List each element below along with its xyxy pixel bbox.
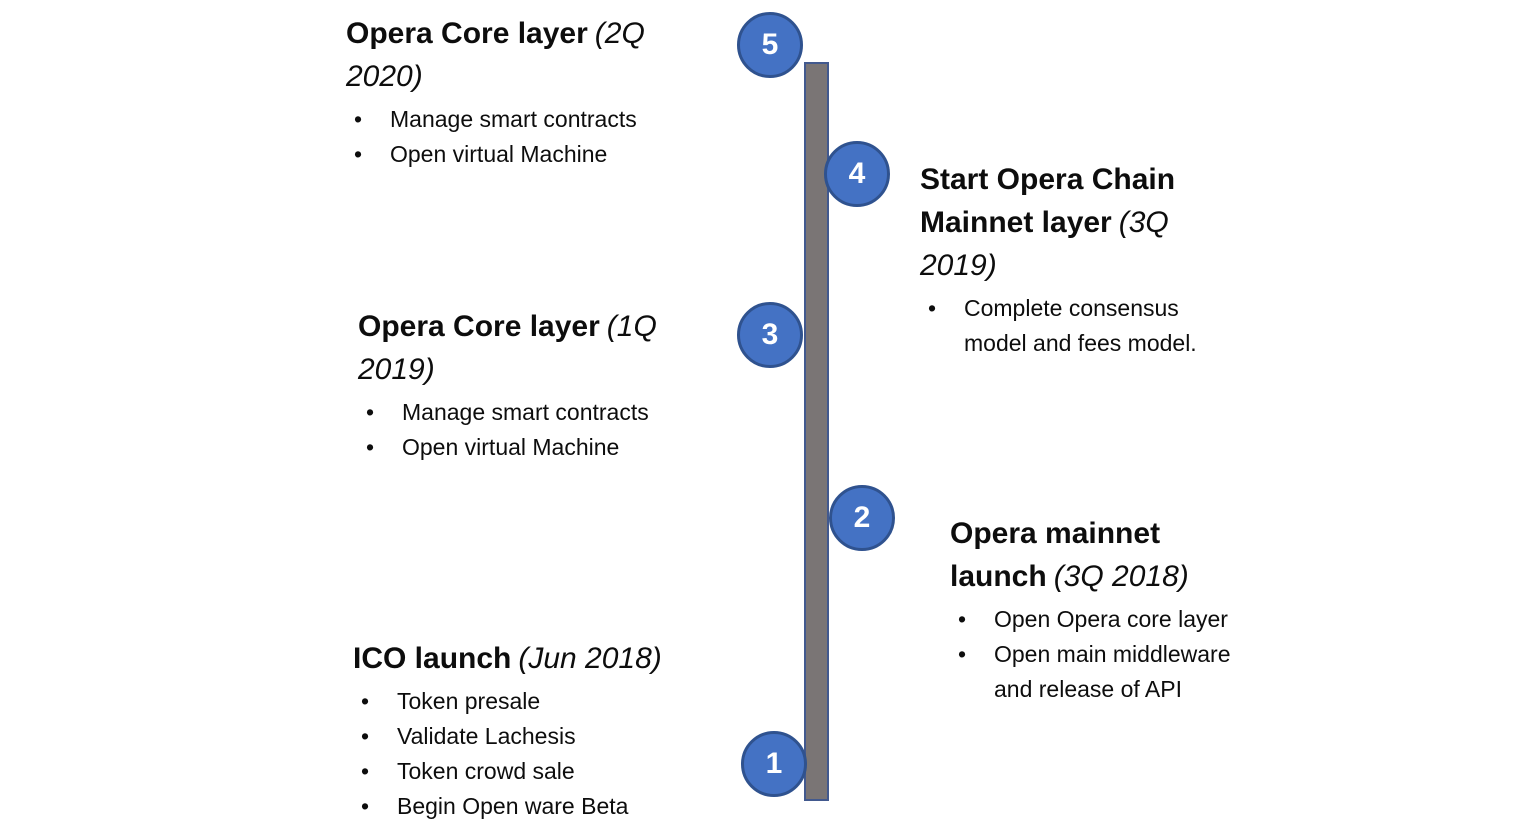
milestone-5-bullets: Manage smart contractsOpen virtual Machi… [346,102,696,172]
bullet-item: Token presale [361,684,783,719]
milestone-1-title: ICO launch(Jun 2018) [353,637,783,680]
milestone-title-text: ICO launch [353,642,512,675]
milestone-5-block: Opera Core layer(2Q 2020) Manage smart c… [346,12,696,172]
milestone-title-text: Opera mainnet launch [950,517,1161,593]
milestone-3-title: Opera Core layer(1Q 2019) [358,305,708,391]
milestone-1-block: ICO launch(Jun 2018) Token presaleValida… [353,637,783,824]
timeline-bar [804,62,829,801]
bullet-item: Open virtual Machine [354,137,696,172]
milestone-node-3: 3 [737,302,803,368]
bullet-item: Open Opera core layer [958,602,1250,637]
milestone-number: 5 [761,28,779,61]
milestone-2-bullets: Open Opera core layerOpen main middlewar… [950,602,1250,707]
milestone-number: 4 [848,157,866,190]
milestone-number: 2 [853,501,871,534]
milestone-date: (3Q 2019) [920,206,1169,282]
milestone-date: (2Q 2020) [346,17,645,93]
milestone-node-5: 5 [737,12,803,78]
milestone-title-text: Opera Core layer [346,17,588,50]
bullet-item: Open virtual Machine [366,430,708,465]
milestone-date: (3Q 2018) [1053,560,1189,593]
milestone-3-bullets: Manage smart contractsOpen virtual Machi… [358,395,708,465]
milestone-1-bullets: Token presaleValidate LachesisToken crow… [353,684,783,824]
milestone-4-block: Start Opera Chain Mainnet layer(3Q 2019)… [920,158,1225,361]
milestone-4-title: Start Opera Chain Mainnet layer(3Q 2019) [920,158,1225,287]
milestone-4-bullets: Complete consensus model and fees model. [920,291,1212,361]
milestone-5-title: Opera Core layer(2Q 2020) [346,12,696,98]
bullet-item: Token crowd sale [361,754,783,789]
milestone-date: (Jun 2018) [518,642,662,675]
bullet-item: Complete consensus model and fees model. [928,291,1212,361]
milestone-date: (1Q 2019) [358,310,657,386]
milestone-number: 3 [761,318,779,351]
bullet-item: Manage smart contracts [354,102,696,137]
milestone-node-2: 2 [829,485,895,551]
bullet-item: Manage smart contracts [366,395,708,430]
milestone-title-text: Start Opera Chain Mainnet layer [920,163,1176,239]
bullet-item: Begin Open ware Beta [361,789,783,824]
milestone-node-4: 4 [824,141,890,207]
milestone-2-block: Opera mainnet launch(3Q 2018) Open Opera… [950,512,1285,707]
bullet-item: Open main middleware and release of API [958,637,1250,707]
milestone-title-text: Opera Core layer [358,310,600,343]
bullet-item: Validate Lachesis [361,719,783,754]
milestone-3-block: Opera Core layer(1Q 2019) Manage smart c… [358,305,708,465]
milestone-2-title: Opera mainnet launch(3Q 2018) [950,512,1285,598]
